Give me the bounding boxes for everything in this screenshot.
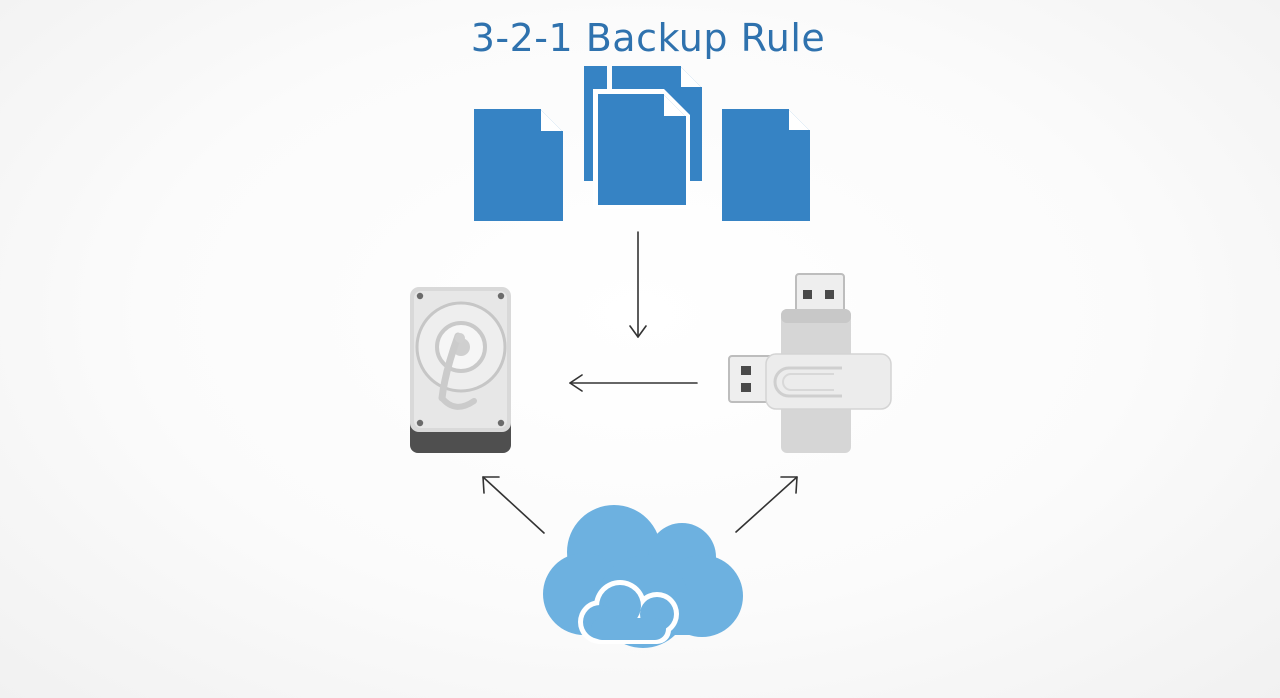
arrow-down: [629, 231, 647, 338]
hard-drive-icon: [410, 287, 511, 453]
usb-drive-icon: [728, 273, 892, 453]
diagram-title: 3-2-1 Backup Rule: [470, 16, 826, 60]
arrow-left: [569, 374, 698, 392]
cloud-icon: [543, 505, 743, 648]
document-stack-icon: [584, 66, 702, 209]
document-icon-left: [474, 109, 563, 221]
arrow-up-left: [482, 476, 545, 534]
arrow-up-right: [735, 476, 798, 533]
document-icon-right: [722, 109, 810, 221]
